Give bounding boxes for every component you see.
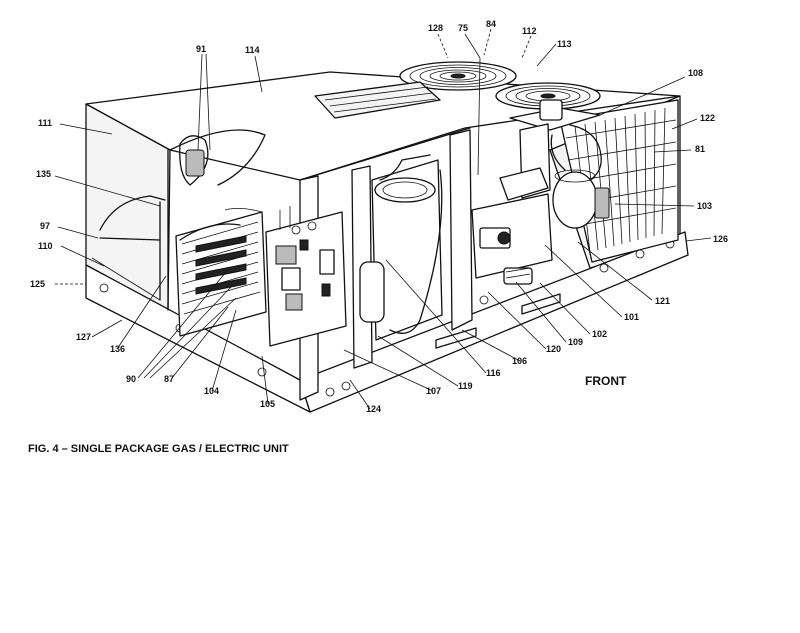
control-box	[265, 206, 347, 347]
gas-valve-area	[99, 135, 209, 241]
callout-104: 104	[204, 386, 219, 396]
filter-slot	[435, 293, 561, 349]
callout-112: 112	[522, 26, 537, 36]
front-label: FRONT	[585, 374, 627, 388]
callout-121: 121	[655, 296, 670, 306]
callout-106: 106	[512, 356, 527, 366]
callout-107: 107	[426, 386, 441, 396]
callout-136: 136	[110, 344, 125, 354]
callout-90: 90	[126, 374, 136, 384]
leader-lines	[54, 28, 712, 410]
callout-91: 91	[196, 44, 206, 54]
callout-109: 109	[568, 337, 583, 347]
callout-labels: 128 75 84 112 113 91 114 108 111 122 81 …	[30, 19, 728, 414]
evaporator-section	[471, 167, 553, 285]
figure-caption: FIG. 4 – SINGLE PACKAGE GAS / ELECTRIC U…	[28, 443, 289, 455]
condenser-fan-guard-left	[399, 61, 517, 91]
callout-102: 102	[592, 329, 607, 339]
callout-127: 127	[76, 332, 91, 342]
burner-tubes	[195, 235, 247, 295]
callout-111: 111	[38, 118, 52, 128]
callout-114: 114	[245, 45, 260, 55]
callout-128: 128	[428, 23, 443, 33]
callout-122: 122	[700, 113, 715, 123]
callout-113: 113	[557, 39, 572, 49]
callout-124: 124	[366, 404, 381, 414]
top-grille	[314, 81, 441, 119]
callout-126: 126	[713, 234, 728, 244]
blower-housing	[359, 154, 443, 341]
callout-105: 105	[260, 399, 275, 409]
callout-108: 108	[688, 68, 703, 78]
callout-81: 81	[695, 144, 705, 154]
left-inner-details	[91, 127, 471, 311]
base-rail-right	[299, 231, 689, 413]
callout-103: 103	[697, 201, 712, 211]
callout-119: 119	[458, 381, 473, 391]
callout-135: 135	[36, 169, 51, 179]
callout-110: 110	[38, 241, 53, 251]
callout-101: 101	[624, 312, 639, 322]
compressor	[550, 124, 610, 229]
callout-120: 120	[546, 344, 561, 354]
callout-87: 87	[164, 374, 174, 384]
callout-75: 75	[458, 23, 468, 33]
callout-97: 97	[40, 221, 50, 231]
divider-panel	[449, 129, 473, 331]
callout-116: 116	[486, 368, 501, 378]
callout-125: 125	[30, 279, 45, 289]
callout-84: 84	[486, 19, 496, 29]
